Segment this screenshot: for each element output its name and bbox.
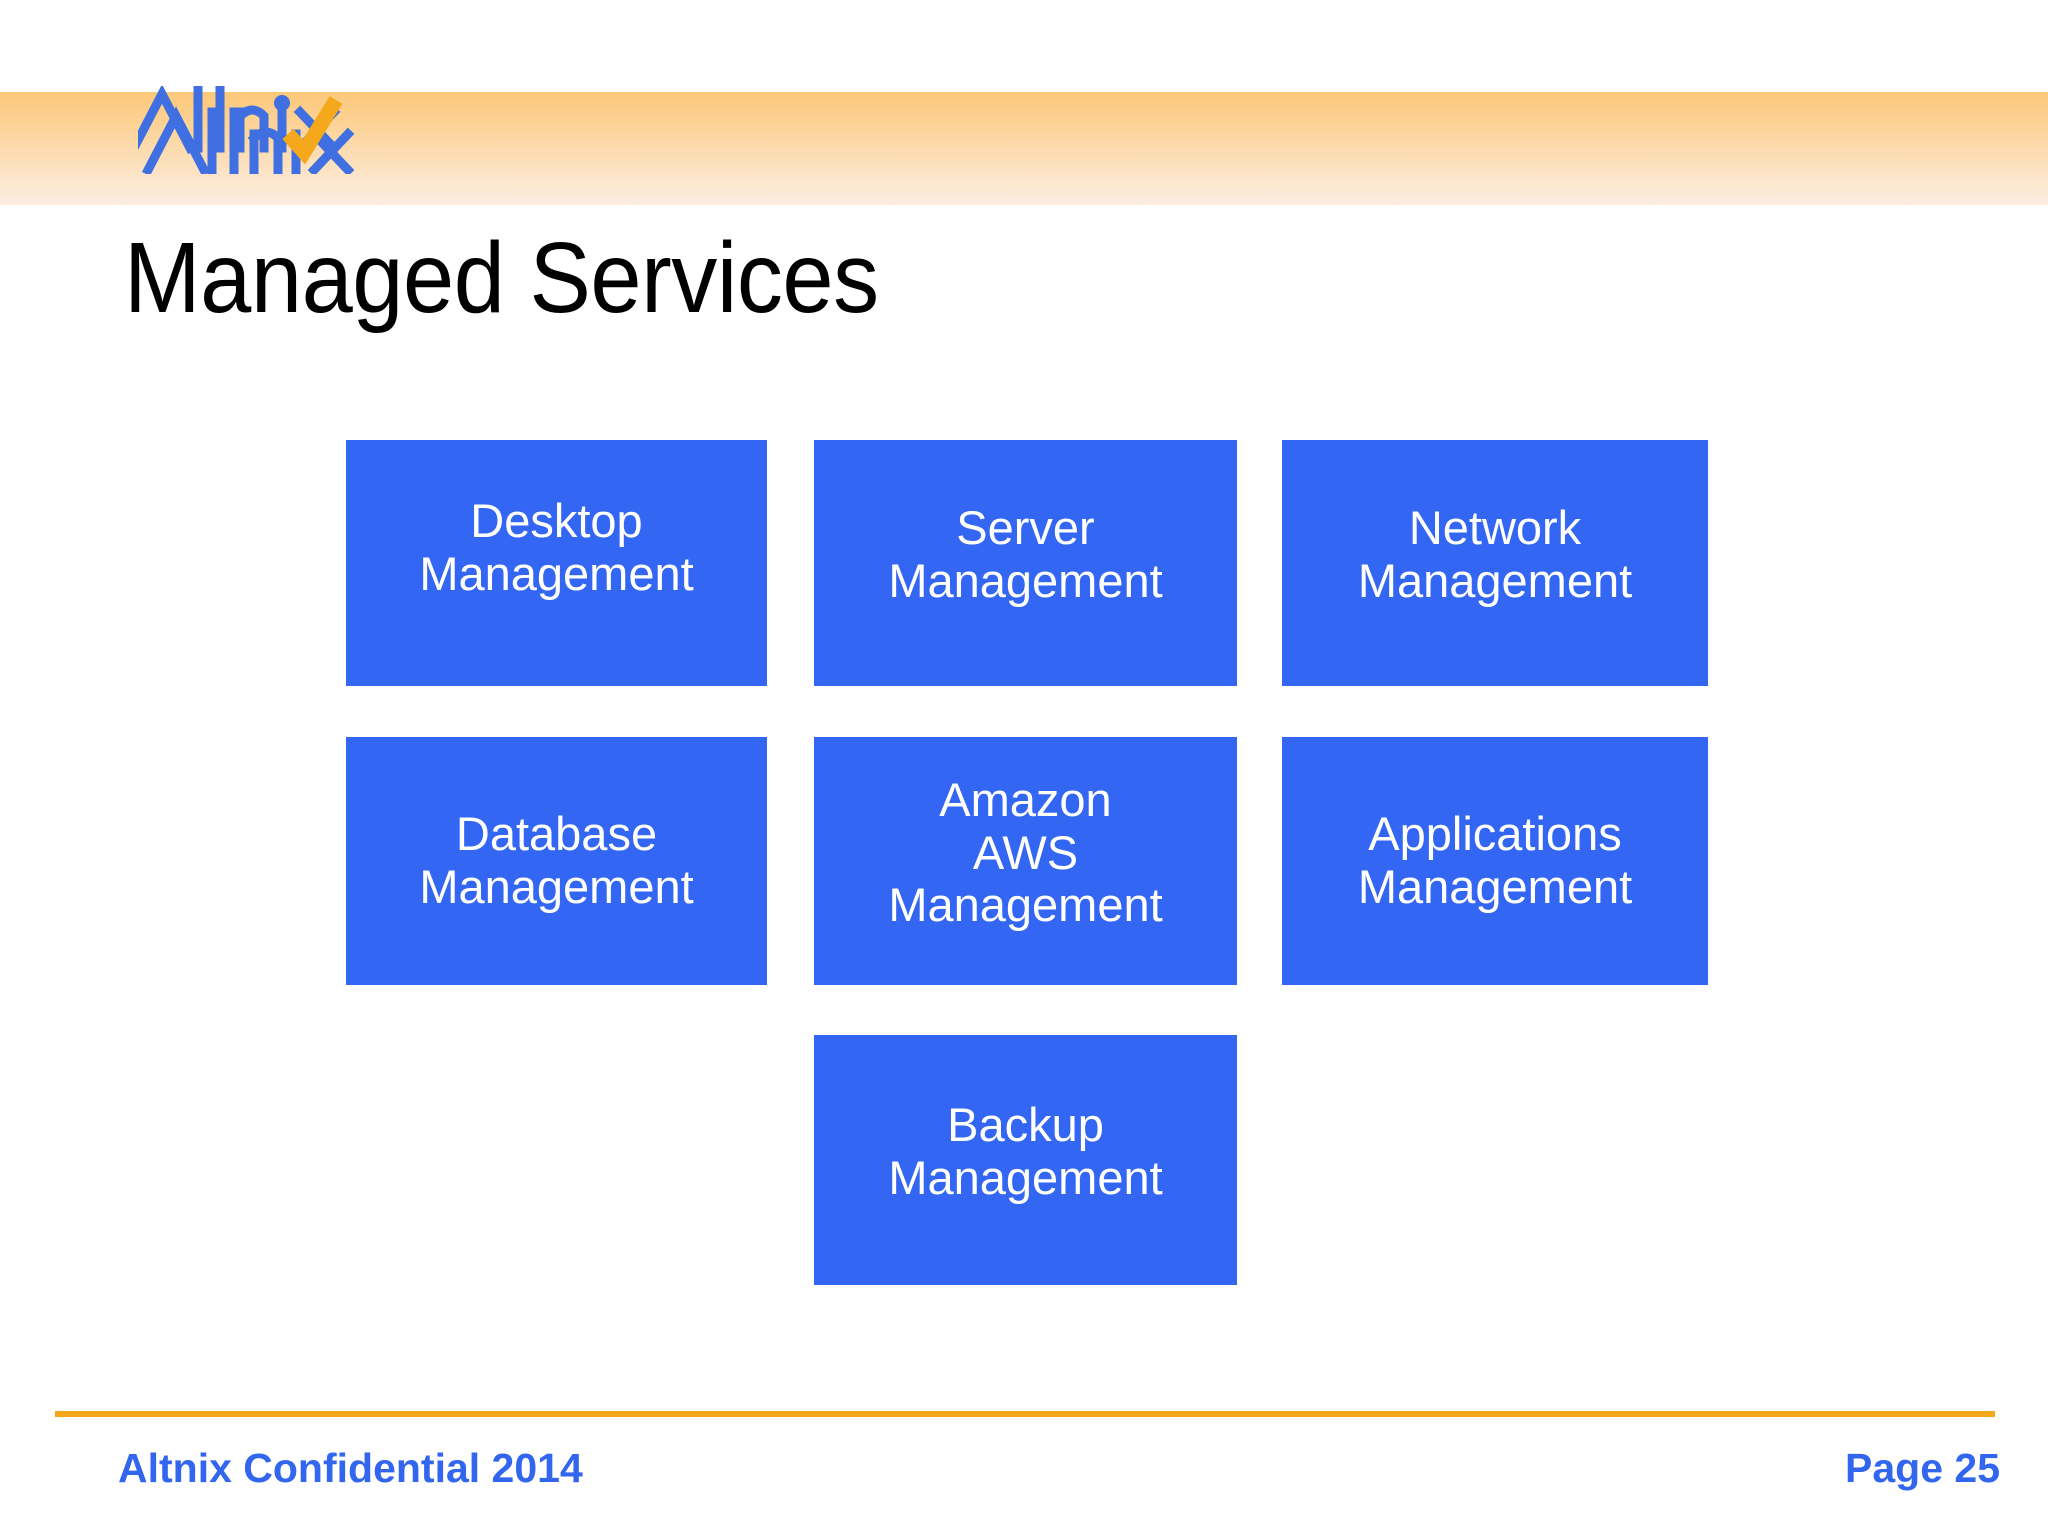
page-title: Managed Services [124,222,879,334]
footer-page-number: Page 25 [1845,1445,2000,1491]
service-box-server-management[interactable]: Server Management [814,440,1237,686]
service-box-database-management[interactable]: Database Management [346,737,767,985]
header-banner [0,92,2048,205]
service-label-line: Desktop [470,494,643,548]
service-box-backup-management[interactable]: Backup Management [814,1035,1237,1285]
service-label-line: Database [455,807,658,861]
service-box-desktop-management[interactable]: Desktop Management [346,440,767,686]
service-label-line: Management [888,554,1163,607]
service-label-line: Backup [947,1098,1104,1152]
service-label-line: Management [1357,554,1633,607]
service-label-line: Management [888,878,1163,932]
service-label-line: Network [1408,501,1582,555]
service-box-amazon-aws-management[interactable]: Amazon AWS Management [814,737,1237,985]
footer-divider [55,1411,1995,1417]
service-label-line: Server [956,501,1095,555]
altnix-logo [138,86,368,174]
service-label-line: Management [419,860,694,913]
service-label-line: Management [888,1151,1163,1204]
service-label-line: Applications [1368,807,1622,861]
service-box-network-management[interactable]: Network Management [1282,440,1708,686]
footer-confidential-text: Altnix Confidential 2014 [118,1445,583,1491]
logo-checkmark-icon [282,96,343,165]
service-label-line: Management [1357,860,1633,913]
service-label-line: AWS [972,825,1079,879]
logo-i-dot [274,95,290,111]
service-label-line: Management [419,547,694,600]
service-label-line: Amazon [939,773,1112,827]
service-box-applications-management[interactable]: Applications Management [1282,737,1708,985]
